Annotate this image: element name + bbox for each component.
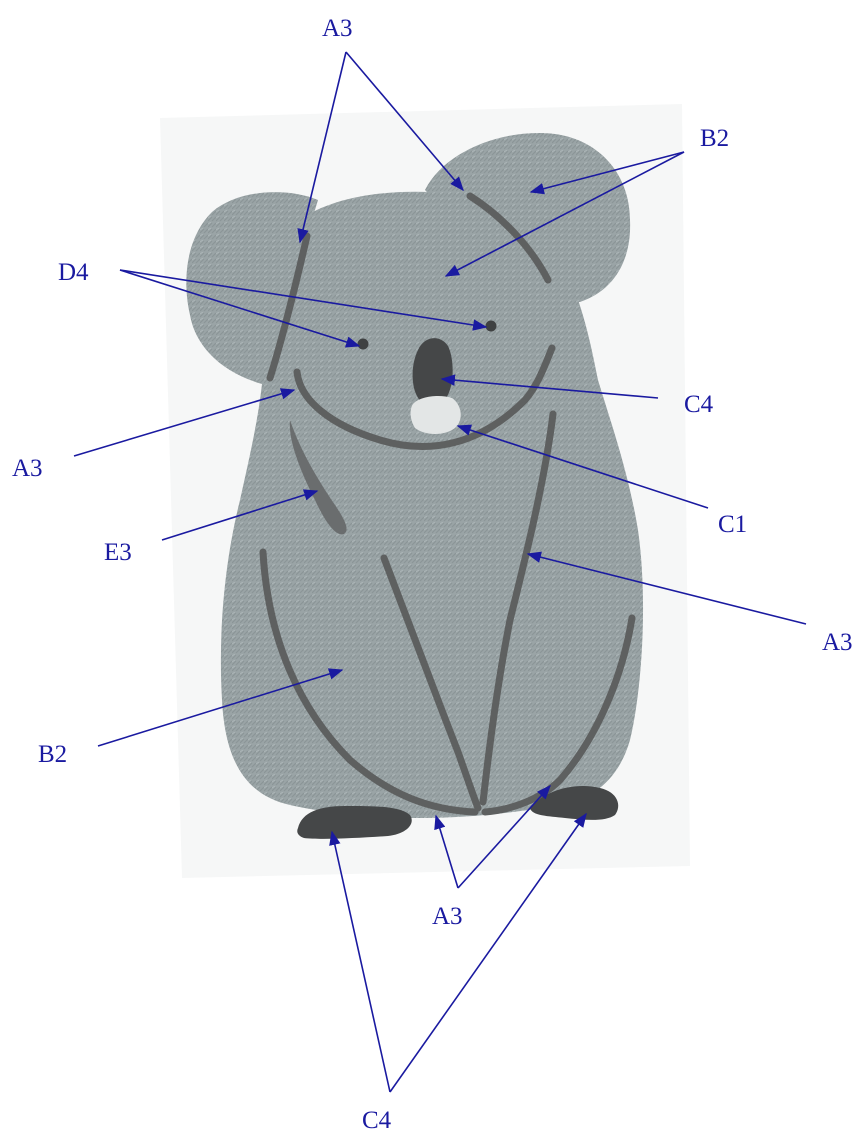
label-a3-top: A3 [322,15,353,42]
label-d4: D4 [58,259,89,286]
left-eye [358,339,369,350]
label-a3-left: A3 [12,455,43,482]
label-a3-bottom: A3 [432,903,463,930]
label-c4-nose: C4 [684,391,714,418]
label-c1-chin: C1 [718,511,747,538]
label-a3-right: A3 [822,629,853,656]
left-foot [297,806,411,839]
label-e3: E3 [104,539,132,566]
right-eye [486,321,497,332]
koala-patch [186,133,643,839]
label-b2-top: B2 [700,125,729,152]
label-c4-bottom: C4 [362,1107,392,1134]
chin-patch [411,396,461,434]
label-b2-body: B2 [38,741,67,768]
